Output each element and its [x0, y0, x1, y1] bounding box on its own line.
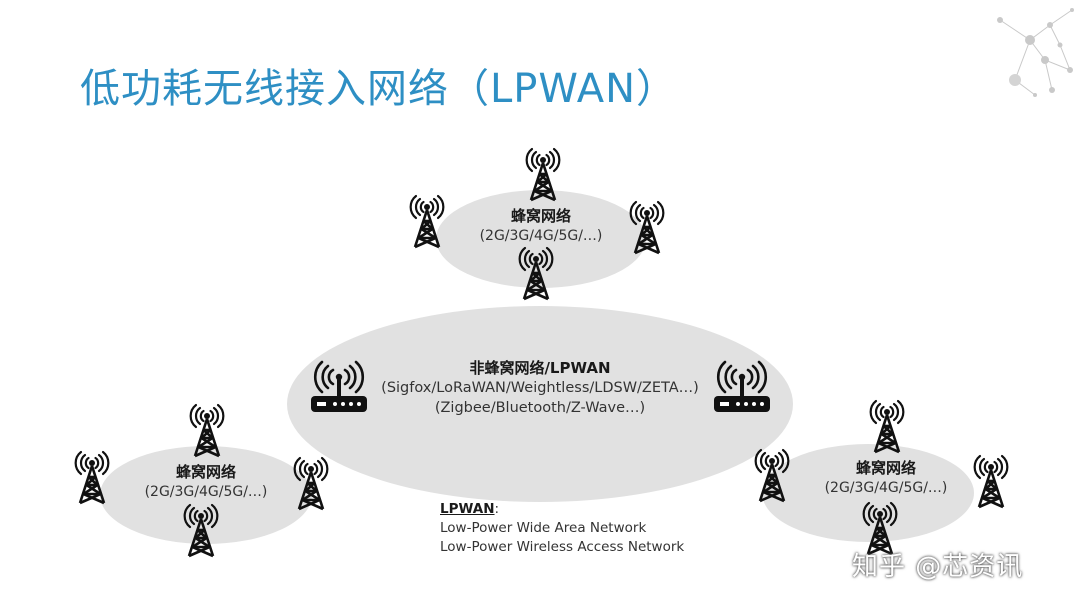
cellular-sub-top: (2G/3G/4G/5G/…): [479, 228, 603, 244]
cellular-network-area-right: [762, 444, 974, 542]
cell-tower-icon: [518, 245, 554, 301]
cellular-label-top: 蜂窝网络 (2G/3G/4G/5G/…): [441, 206, 641, 246]
lpwan-protocols-line1: (Sigfox/LoRaWAN/Weightless/LDSW/ZETA…): [381, 380, 699, 396]
legend-colon: :: [494, 501, 500, 517]
cellular-name-right: 蜂窝网络: [855, 459, 916, 477]
legend-line2: Low-Power Wireless Access Network: [440, 539, 685, 555]
cell-tower-icon: [754, 447, 790, 503]
wireless-router-icon: [310, 358, 368, 414]
slide-title: 低功耗无线接入网络（LPWAN）: [80, 66, 678, 112]
cellular-label-left: 蜂窝网络 (2G/3G/4G/5G/…): [106, 462, 306, 502]
watermark: 知乎 @芯资讯: [852, 552, 1024, 582]
cellular-network-area-left: [100, 446, 312, 544]
legend-title: LPWAN: [440, 501, 495, 517]
cell-tower-icon: [183, 502, 219, 558]
lpwan-protocols-line2: (Zigbee/Bluetooth/Z-Wave…): [434, 400, 646, 416]
cell-tower-icon: [189, 402, 225, 458]
lpwan-label: 非蜂窝网络/LPWAN (Sigfox/LoRaWAN/Weightless/L…: [340, 358, 740, 418]
cellular-sub-left: (2G/3G/4G/5G/…): [144, 484, 268, 500]
cellular-label-right: 蜂窝网络 (2G/3G/4G/5G/…): [786, 458, 986, 498]
network-decoration-icon: [997, 8, 1074, 97]
cell-tower-icon: [74, 449, 110, 505]
lpwan-name: 非蜂窝网络/LPWAN: [469, 359, 611, 377]
cell-tower-icon: [973, 453, 1009, 509]
cellular-name-top: 蜂窝网络: [510, 207, 571, 225]
cell-tower-icon: [409, 193, 445, 249]
cellular-sub-right: (2G/3G/4G/5G/…): [824, 480, 948, 496]
cell-tower-icon: [869, 398, 905, 454]
lpwan-network-area: [287, 306, 793, 502]
cell-tower-icon: [293, 455, 329, 511]
legend-line1: Low-Power Wide Area Network: [440, 520, 647, 536]
cellular-network-area-top: [436, 190, 646, 288]
cell-tower-icon: [525, 146, 561, 202]
lpwan-legend: LPWAN: Low-Power Wide Area Network Low-P…: [440, 500, 684, 557]
wireless-router-icon: [713, 358, 771, 414]
cellular-name-left: 蜂窝网络: [175, 463, 236, 481]
cell-tower-icon: [629, 199, 665, 255]
